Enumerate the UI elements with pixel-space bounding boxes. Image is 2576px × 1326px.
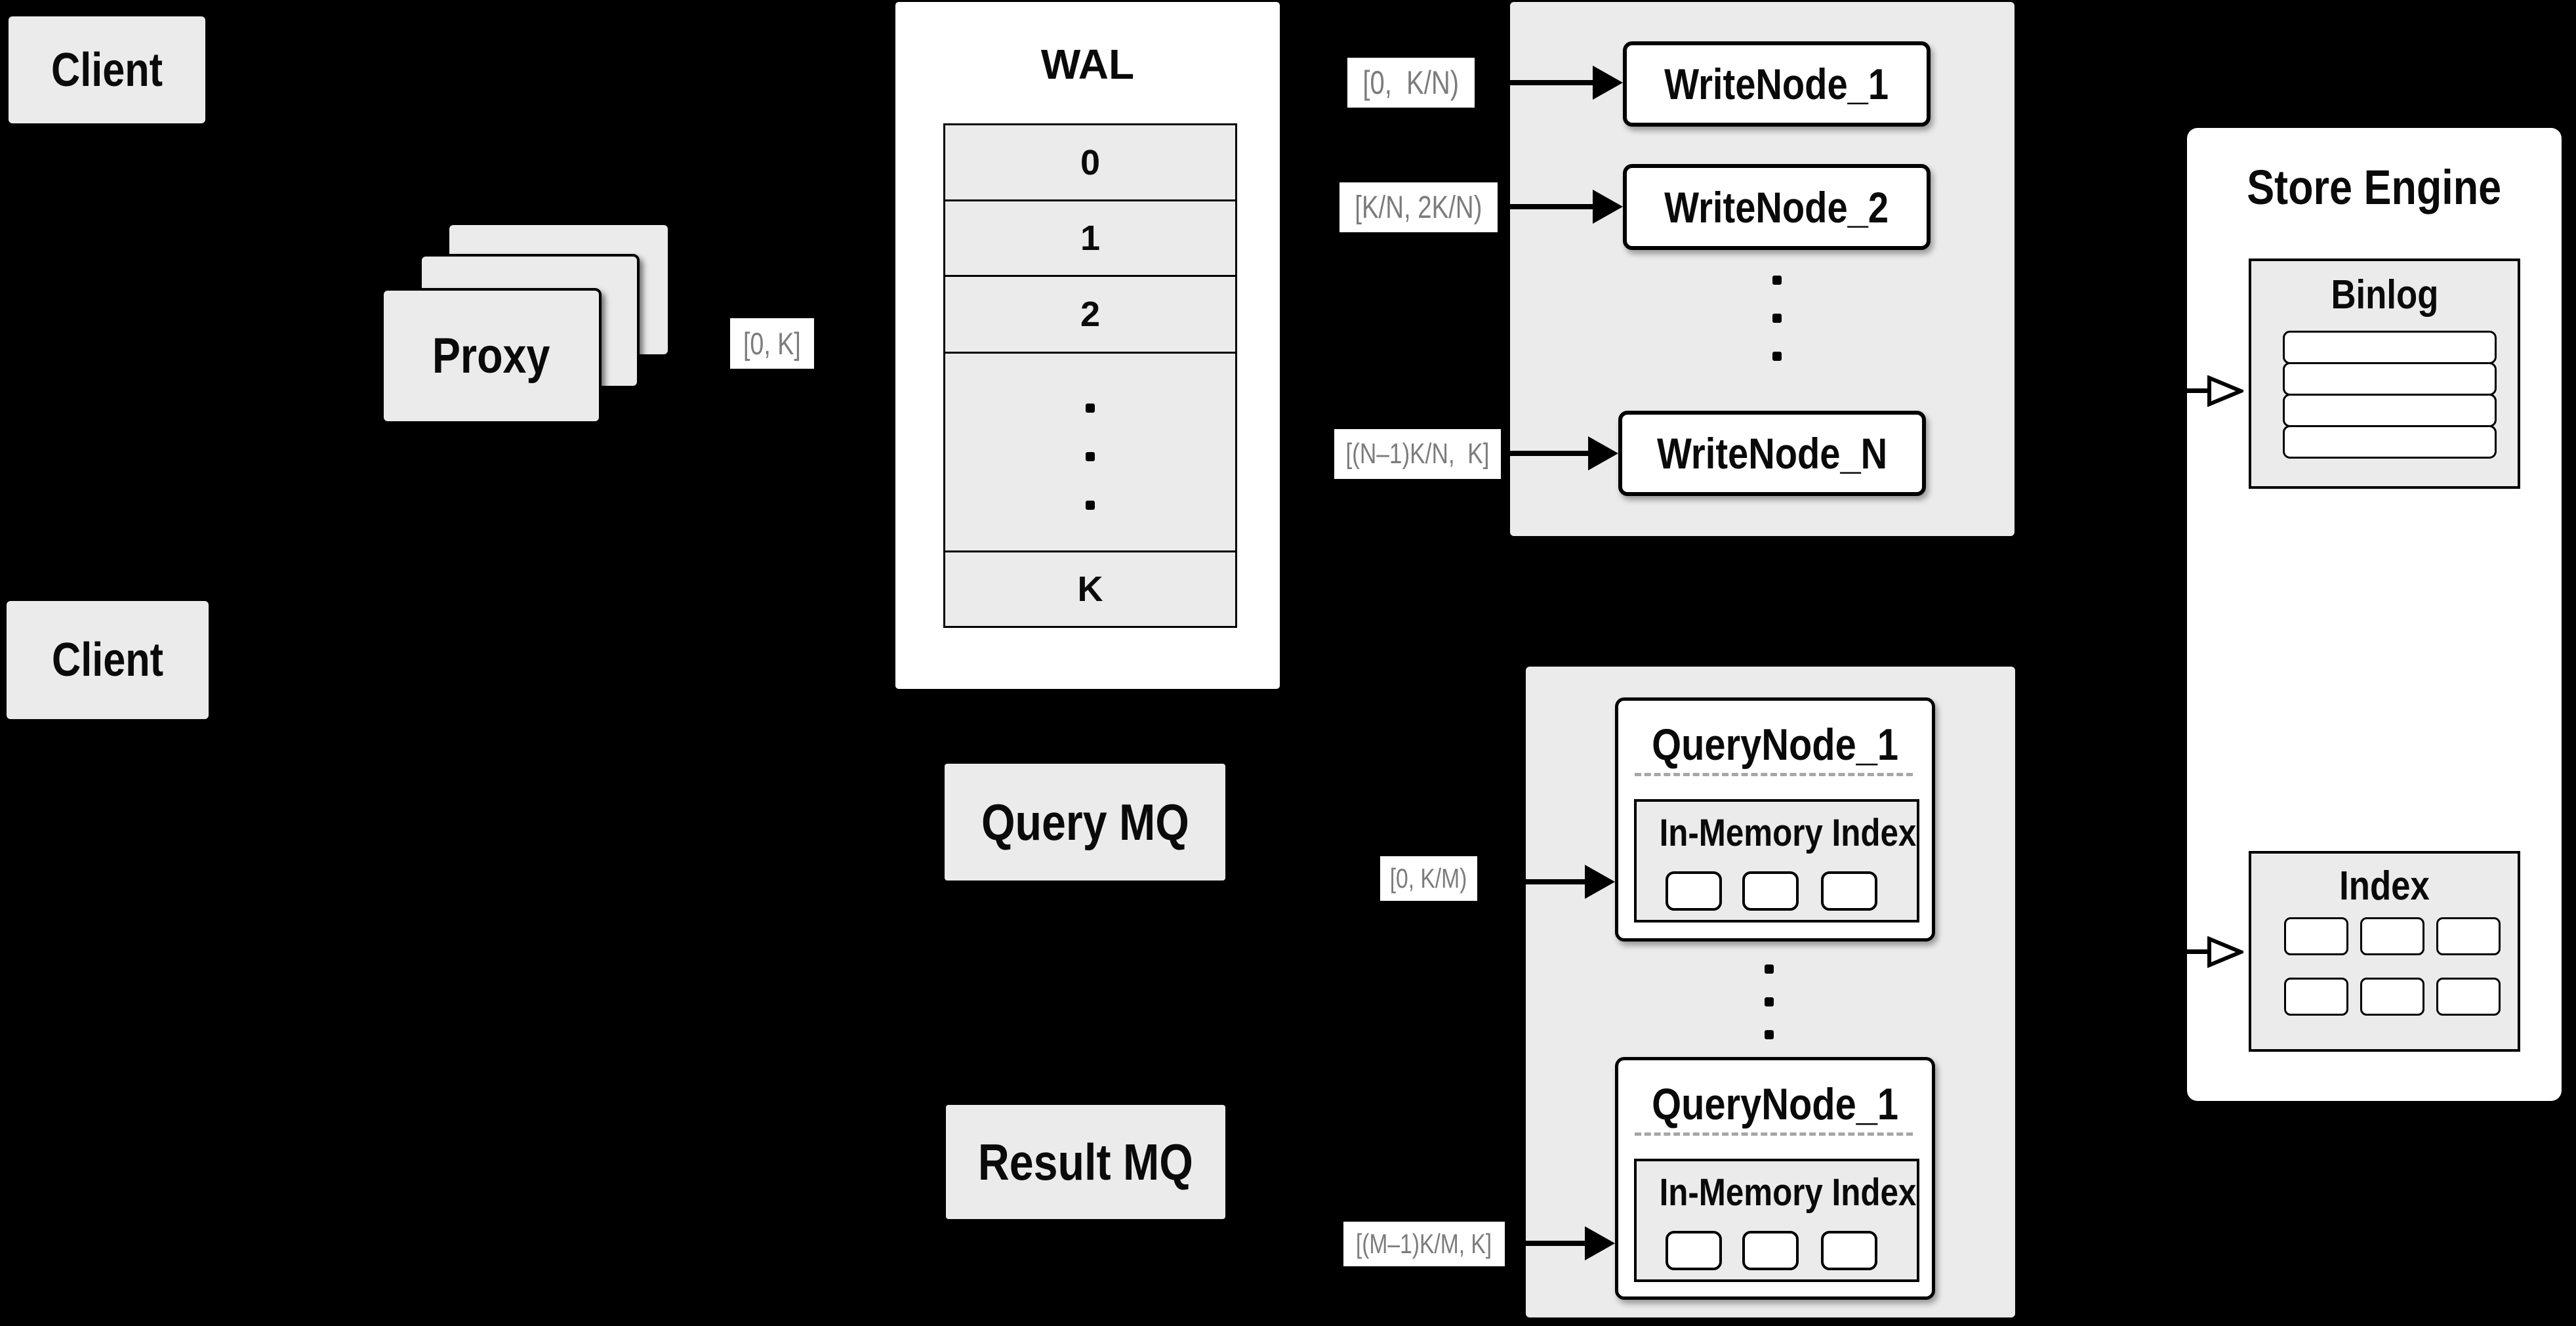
arrow-right-icon — [1588, 436, 1618, 470]
memory-segment — [1742, 1231, 1799, 1270]
client-box-bottom: Client — [7, 601, 209, 719]
result-mq-label: Result MQ — [978, 1132, 1193, 1191]
arrow-shaft — [1480, 879, 1587, 884]
in-memory-index-title: In-Memory Index — [1659, 1171, 1917, 1214]
query-node-title: QueryNode_1 — [1652, 1079, 1898, 1129]
memory-segment — [1742, 871, 1799, 911]
wal-row: 1 — [945, 201, 1235, 277]
hollow-arrow-right-icon — [2207, 375, 2243, 407]
wal-title: WAL — [1040, 41, 1135, 88]
hollow-arrow-right-icon — [2207, 936, 2243, 968]
index-cell — [2284, 917, 2348, 955]
range-label-query-bottom: [(M–1)K/M, K] — [1343, 1222, 1505, 1266]
arrow-shaft — [1501, 451, 1591, 456]
write-node-label: WriteNode_2 — [1664, 182, 1889, 232]
write-node-2-box: WriteNode_2 — [1623, 164, 1931, 250]
arrow-right-icon — [1585, 865, 1615, 899]
arrow-shaft — [1507, 1241, 1587, 1246]
arrow-right-icon — [1593, 66, 1623, 100]
result-mq-box: Result MQ — [946, 1105, 1225, 1219]
memory-segment — [1666, 1231, 1722, 1270]
store-engine-title: Store Engine — [2247, 160, 2502, 215]
memory-segment — [1821, 871, 1877, 911]
proxy-card-front: Proxy — [381, 288, 602, 424]
index-cell — [2360, 978, 2424, 1016]
binlog-row — [2283, 394, 2497, 427]
wal-row: 2 — [945, 277, 1235, 354]
range-label-write-2: [K/N, 2K/N) — [1339, 182, 1498, 232]
arrow-shaft — [1476, 80, 1595, 85]
binlog-row — [2283, 362, 2497, 396]
arrow-shaft — [2165, 388, 2212, 393]
client-box-top: Client — [9, 16, 205, 123]
arrow-right-icon — [1585, 1226, 1615, 1260]
write-node-n-box: WriteNode_N — [1618, 411, 1926, 496]
write-node-label: WriteNode_1 — [1664, 60, 1889, 108]
dashed-divider — [1635, 1132, 1913, 1136]
client-label: Client — [51, 634, 163, 686]
range-label-query-top: [0, K/M) — [1380, 856, 1477, 901]
memory-segment — [1821, 1231, 1877, 1270]
arrow-shaft — [2165, 949, 2212, 954]
range-label-write-n: [(N–1)K/N, K] — [1334, 429, 1501, 479]
range-label-proxy-wal: [0, K] — [730, 318, 814, 369]
range-label-write-1: [0, K/N) — [1347, 58, 1475, 108]
memory-segment — [1666, 871, 1722, 911]
wal-row: 0 — [945, 125, 1235, 201]
write-node-1-box: WriteNode_1 — [1623, 41, 1931, 127]
arrow-shaft — [1499, 204, 1595, 209]
in-memory-index-title: In-Memory Index — [1659, 812, 1917, 854]
index-cell — [2284, 978, 2348, 1016]
wal-row-label: 2 — [1080, 295, 1101, 334]
proxy-stack: Proxy — [381, 222, 672, 426]
wal-row-label: K — [1077, 570, 1103, 609]
wal-row-ellipsis — [945, 354, 1235, 552]
proxy-label: Proxy — [432, 328, 550, 384]
wal-row: K — [945, 552, 1235, 626]
index-cell — [2360, 917, 2424, 955]
binlog-title: Binlog — [2331, 272, 2438, 318]
query-mq-label: Query MQ — [981, 793, 1189, 851]
wal-row-label: 0 — [1080, 142, 1101, 182]
binlog-row — [2283, 331, 2497, 364]
index-cell — [2436, 917, 2501, 955]
binlog-row — [2283, 425, 2497, 459]
query-mq-box: Query MQ — [945, 764, 1225, 881]
write-node-label: WriteNode_N — [1656, 429, 1888, 478]
index-title: Index — [2339, 863, 2430, 909]
index-cell — [2436, 978, 2501, 1016]
client-label: Client — [51, 43, 163, 96]
query-node-title: QueryNode_1 — [1652, 720, 1898, 770]
wal-row-label: 1 — [1080, 218, 1101, 258]
dashed-divider — [1635, 773, 1913, 776]
arrow-right-icon — [1593, 190, 1623, 224]
wal-table: 0 1 2 K — [943, 123, 1237, 628]
